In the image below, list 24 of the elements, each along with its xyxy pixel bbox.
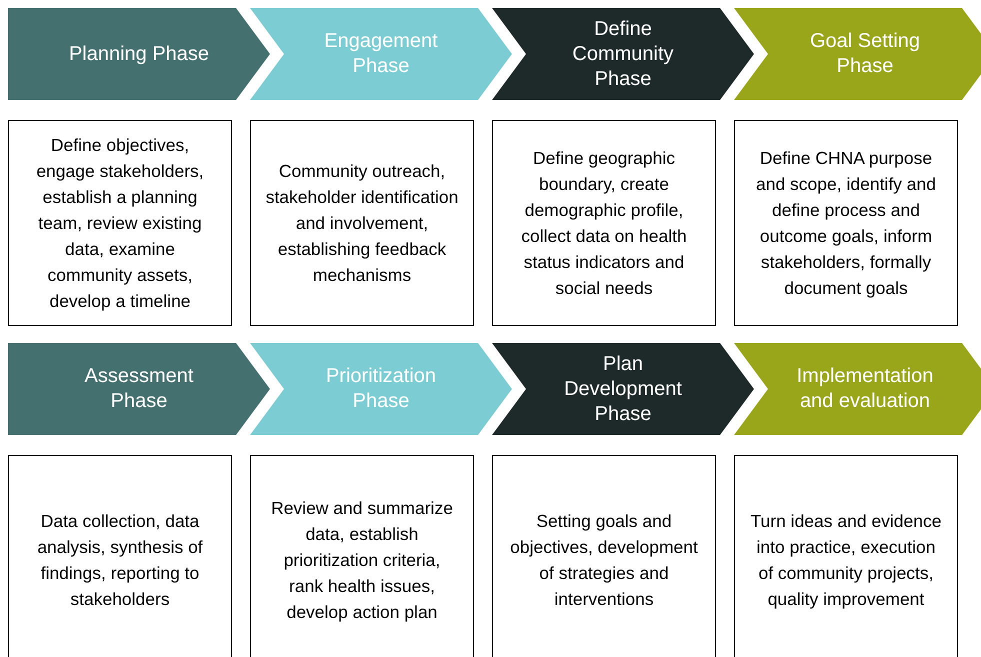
- phase-banner: [8, 8, 270, 100]
- description-box: Define geographic boundary, create demographic profile, collect data on health status indicators and social needs: [492, 120, 716, 326]
- description-box: Community outreach, stakeholder identification and involvement, establishing feedback mechanisms: [250, 120, 474, 326]
- phase-banner: [250, 343, 512, 435]
- description-box: Define objectives, engage stakeholders, establish a planning team, review existing data, examine community assets, develop a timeline: [8, 120, 232, 326]
- description-box: Define CHNA purpose and scope, identify and define process and outcome goals, inform stakeholders, formally document goals: [734, 120, 958, 326]
- phase-title: Implementation and evaluation: [796, 364, 934, 414]
- phase-banner: [734, 343, 981, 435]
- phase-title: Plan Development Phase: [563, 352, 683, 426]
- phase-title: Prioritization Phase: [324, 364, 438, 414]
- phase-banner: [250, 8, 512, 100]
- phase-banner: [8, 343, 270, 435]
- description-box: Review and summarize data, establish prioritization criteria, rank health issues, develop action plan: [250, 455, 474, 657]
- phase-banner: [492, 343, 754, 435]
- phase-banner: [492, 8, 754, 100]
- phase-title: Engagement Phase: [323, 29, 439, 79]
- phase-title: Define Community Phase: [571, 16, 675, 92]
- description-box: Setting goals and objectives, development of strategies and interventions: [492, 455, 716, 657]
- phase-title: Assessment Phase: [84, 364, 194, 414]
- phase-title: Goal Setting Phase: [808, 29, 922, 79]
- phase-title: Planning Phase: [68, 42, 210, 66]
- phase-banner: [734, 8, 981, 100]
- description-box: Turn ideas and evidence into practice, execution of community projects, quality improvement: [734, 455, 958, 657]
- description-box: Data collection, data analysis, synthesis of findings, reporting to stakeholders: [8, 455, 232, 657]
